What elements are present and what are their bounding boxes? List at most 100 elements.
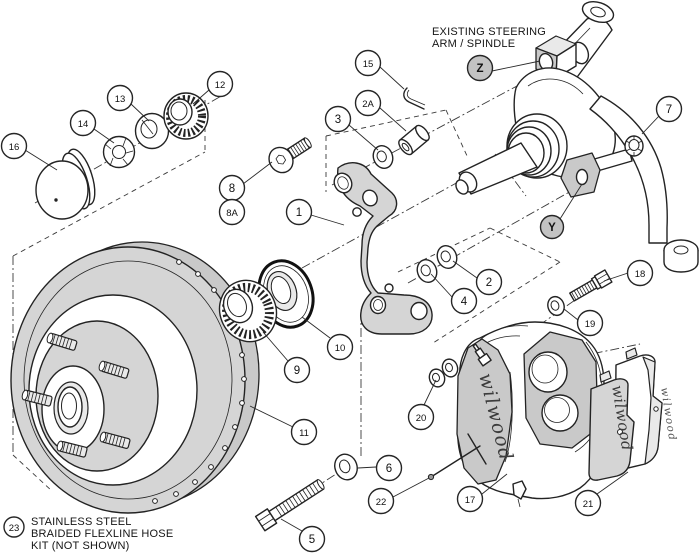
- callout-2A-bracket-spacer: 2A: [354, 89, 407, 132]
- callout-circle: [290, 418, 318, 446]
- callout-circle: [0, 132, 28, 160]
- note23-line1: STAINLESS STEEL: [31, 516, 132, 528]
- leader-line: [641, 115, 660, 135]
- callout-circle: [574, 489, 602, 517]
- callout-circle: [3, 516, 25, 538]
- callout-15-cotter-pin-small: 15: [354, 49, 405, 90]
- callout-23-flexline-hose-note: 23: [3, 516, 25, 538]
- callout-6-flat-washer: 6: [357, 454, 403, 482]
- wheel-stud: [56, 440, 88, 458]
- leader-line: [423, 379, 437, 406]
- text-labels: EXISTING STEERING ARM / SPINDLE STAINLES…: [31, 26, 546, 552]
- callout-label: 11: [299, 428, 309, 439]
- leader-line: [24, 149, 58, 171]
- outer-bearing-part: [163, 92, 209, 140]
- callout-12-outer-bearing: 12: [192, 70, 234, 105]
- callout-label: 13: [115, 94, 126, 105]
- callout-20-inlet-washers: 20: [407, 379, 437, 431]
- leader-line: [357, 466, 377, 469]
- callout-label: 8: [229, 183, 235, 195]
- callout-11-rotor-hub: 11: [249, 405, 318, 446]
- callout-label: 17: [465, 495, 476, 506]
- mount-washer-outer-part: [436, 245, 458, 269]
- leader-line: [392, 477, 430, 498]
- callout-circle: [375, 454, 403, 482]
- flat-washer-part: [334, 453, 358, 481]
- wheel-stud: [21, 389, 53, 407]
- callout-13-spindle-washer: 13: [106, 84, 150, 122]
- leader-line: [559, 183, 583, 220]
- caliper-part: wilwood: [456, 321, 605, 508]
- callout-circle: [456, 485, 484, 513]
- callout-circle: [655, 95, 683, 123]
- callout-label: 4: [461, 296, 468, 308]
- spindle-nut-part: [624, 135, 644, 157]
- leader-line: [481, 473, 508, 495]
- callout-circle: [576, 309, 604, 337]
- callout-label: 2: [486, 277, 492, 289]
- callout-label: 18: [635, 269, 646, 280]
- wheel-stud: [99, 431, 131, 449]
- callout-circle: [285, 198, 313, 226]
- callout-17-caliper: 17: [456, 473, 508, 513]
- callout-label: 9: [294, 365, 300, 377]
- leader-line: [348, 124, 379, 151]
- callout-label: 14: [78, 119, 89, 130]
- callout-label: 20: [416, 413, 427, 424]
- leader-line: [262, 331, 289, 362]
- leader-line: [130, 103, 150, 122]
- callout-1-caliper-bracket: 1: [285, 198, 345, 226]
- group-boxes: [12, 100, 561, 492]
- mount-washer-inner-part: [416, 259, 438, 283]
- callout-circle: [298, 525, 326, 553]
- callout-14-spindle-castle-nut: 14: [69, 109, 115, 144]
- callout-circle: [407, 403, 435, 431]
- callout-9-inner-bearing: 9: [262, 331, 311, 384]
- callout-label: 5: [309, 534, 315, 546]
- callout-circle: [106, 84, 134, 112]
- callout-19-caliper-mount-washer: 19: [563, 308, 604, 337]
- leader-line: [596, 471, 629, 495]
- leader-line: [242, 161, 273, 185]
- callout-21-brake-pads: 21: [574, 471, 629, 517]
- callout-circle: [475, 268, 503, 296]
- wheel-stud: [98, 360, 130, 379]
- callout-10-grease-seal: 10: [301, 316, 354, 361]
- castle-nut-part: [102, 135, 136, 169]
- leader-line: [280, 518, 303, 532]
- callout-circle: [283, 356, 311, 384]
- callout-18-caliper-mount-bolt: 18: [603, 259, 654, 287]
- callout-8-bracket-bolt: 8: [218, 161, 273, 202]
- callout-label: 16: [9, 142, 20, 153]
- leader-line: [563, 308, 579, 321]
- callout-label: 1: [296, 207, 302, 219]
- callout-circle: [450, 287, 478, 315]
- rotor-hub-part: [10, 241, 260, 514]
- callout-circle: [626, 259, 654, 287]
- callout-3-bracket-washer: 3: [324, 105, 379, 151]
- callout-label: Z: [476, 63, 483, 75]
- callout-2-mount-washer-outer: 2: [452, 260, 503, 296]
- leader-line: [249, 405, 294, 428]
- leader-line: [452, 260, 478, 279]
- callout-Z-steering-arm-upper-hole: Z: [466, 54, 541, 82]
- callout-circle: [539, 214, 565, 240]
- leader-line: [430, 273, 453, 298]
- callout-circle: [354, 49, 382, 77]
- callout-label: 10: [335, 343, 346, 354]
- steering-knuckle-part: [455, 1, 699, 273]
- callout-label: 22: [376, 497, 387, 508]
- caliper-mount-washer-part: [547, 295, 565, 317]
- bracket-bolt-part: [268, 137, 312, 174]
- callout-label: 7: [666, 104, 672, 116]
- callout-label: 21: [583, 499, 594, 510]
- callout-8A-bracket-bolt-alt: 8A: [218, 198, 246, 226]
- leader-line: [379, 66, 405, 90]
- cotter-pin-small-part: [403, 87, 426, 110]
- steering-arm-label-line1: EXISTING STEERING: [432, 26, 546, 38]
- callout-7-spindle-nut: 7: [641, 95, 683, 135]
- pad-retainer-pin-part: [427, 433, 487, 481]
- callout-label: 15: [363, 59, 374, 70]
